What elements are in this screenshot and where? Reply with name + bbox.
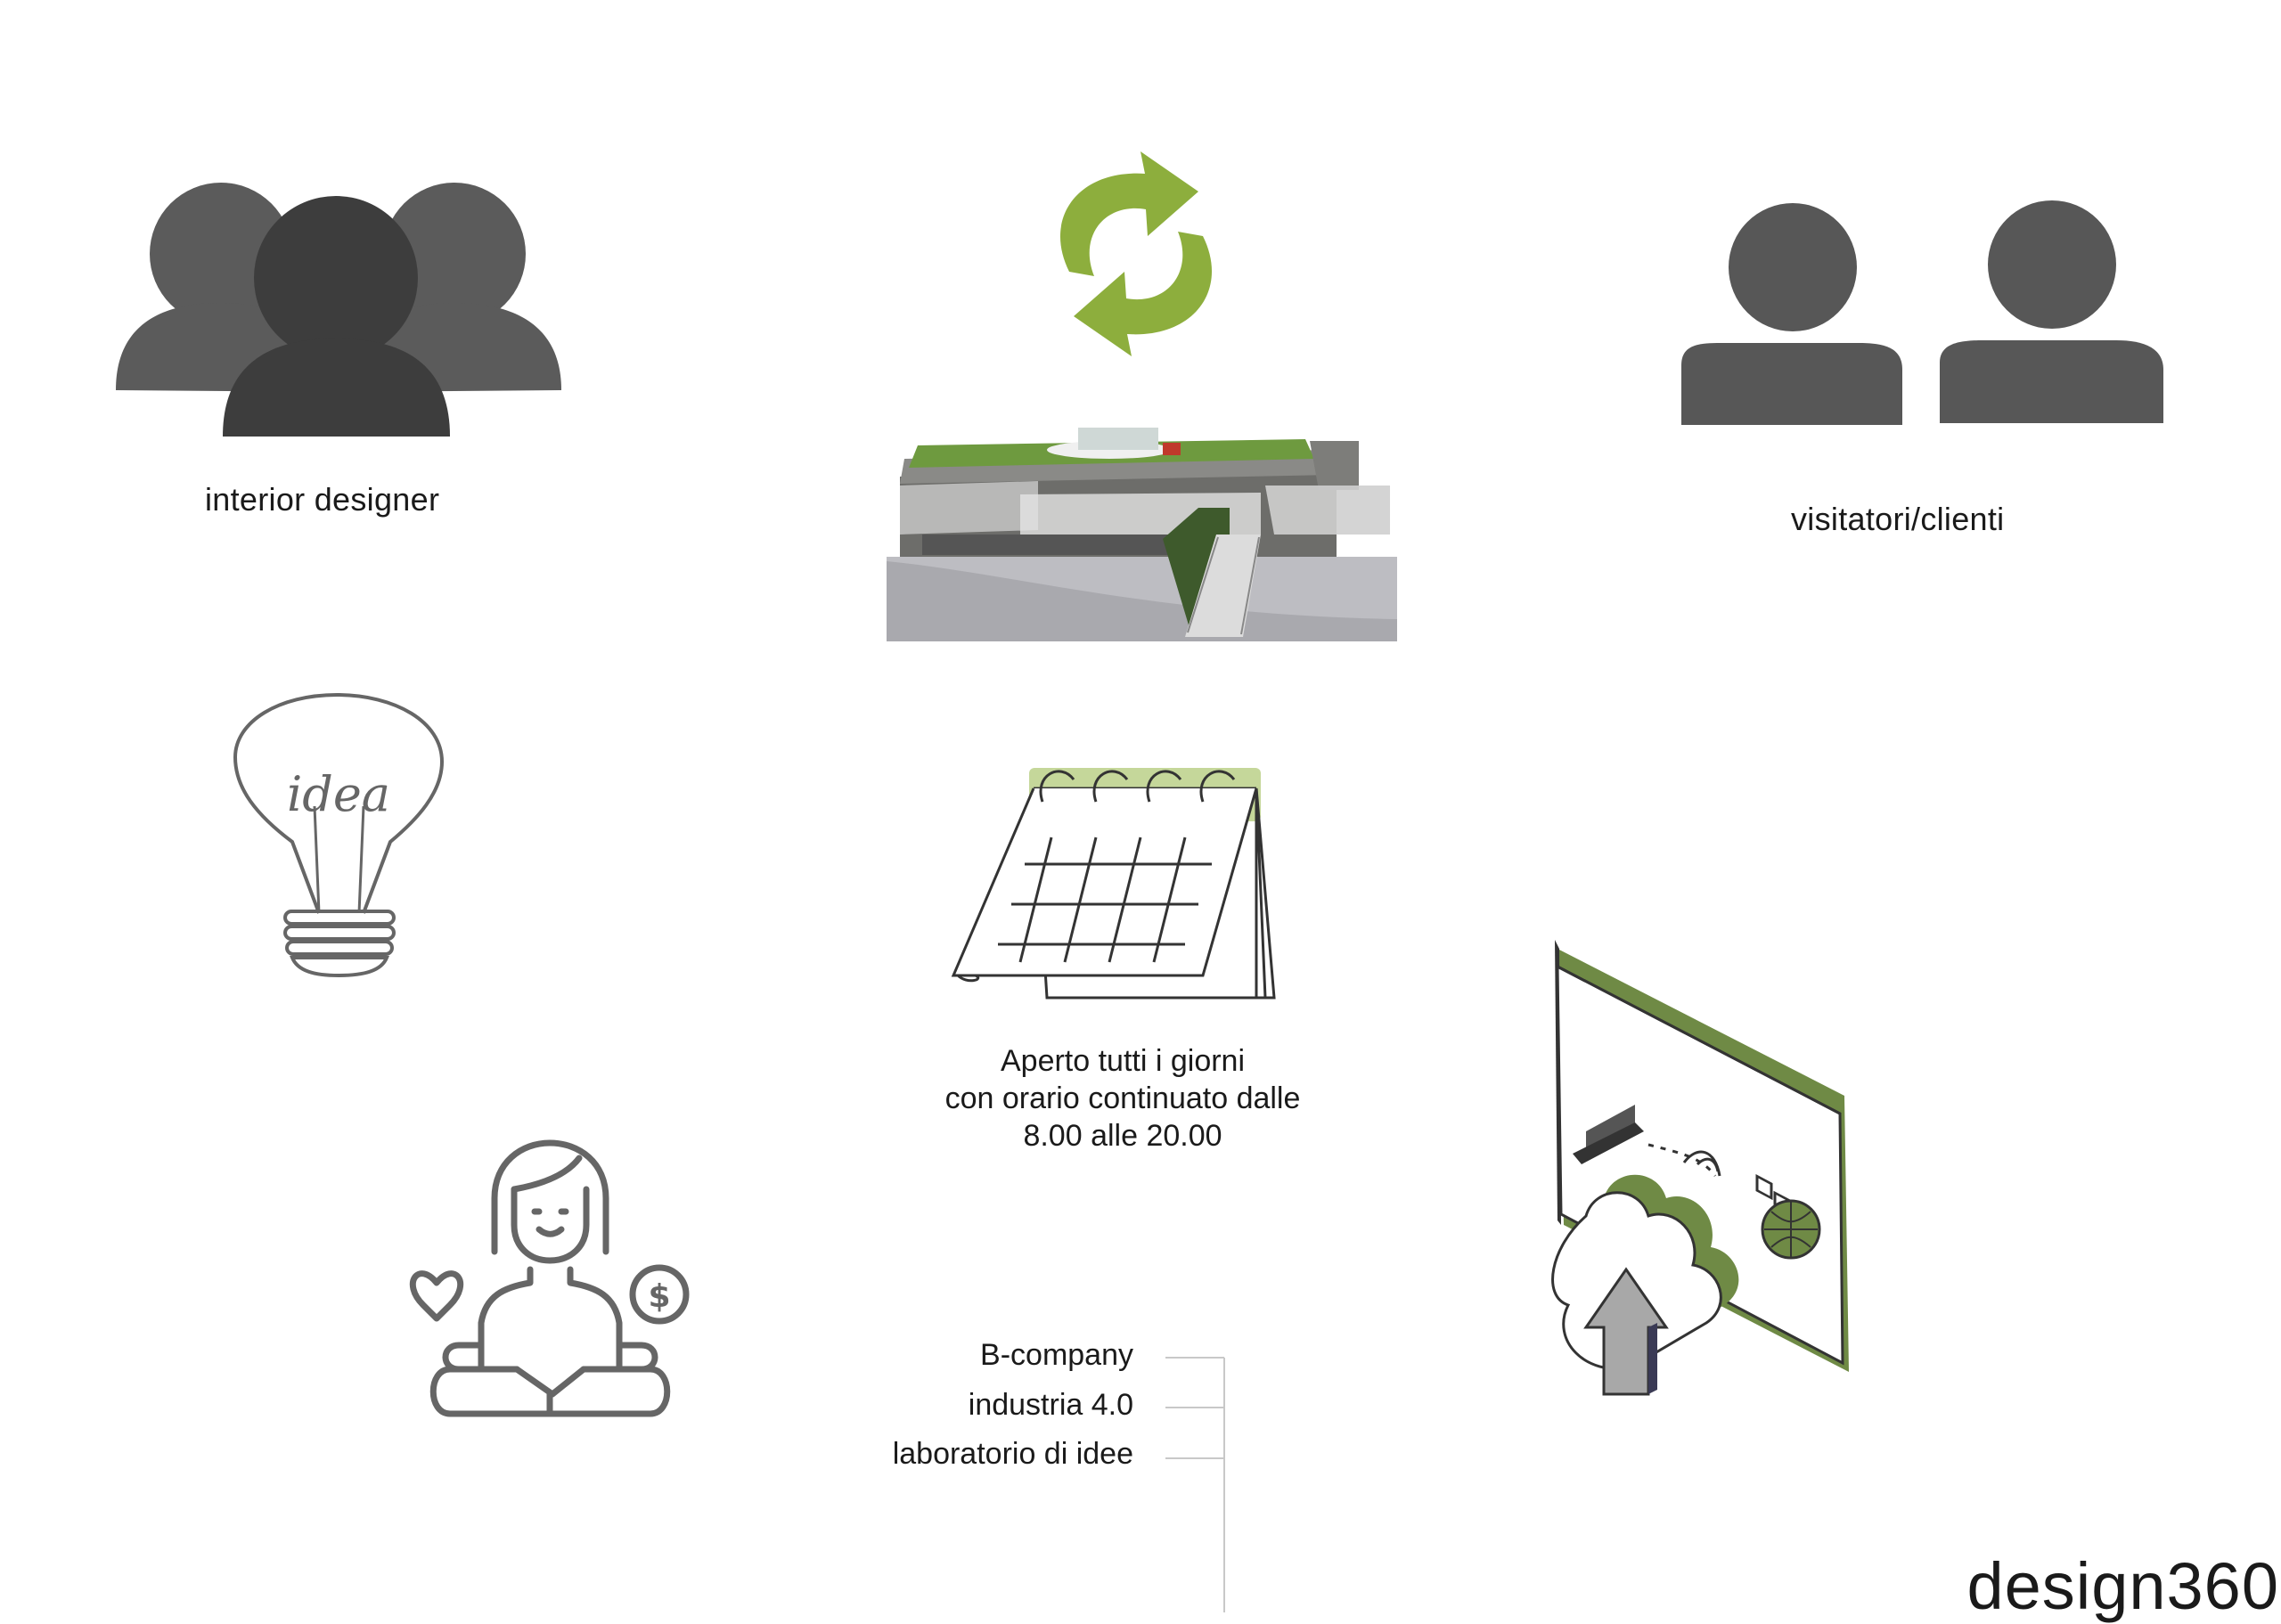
hours-line-2: con orario continuato dalle xyxy=(944,1081,1301,1115)
list-bracket-lines xyxy=(1165,1357,1225,1612)
refresh-arrows-icon xyxy=(1059,151,1213,356)
opening-hours: Aperto tutti i giorni con orario continu… xyxy=(900,1042,1345,1155)
svg-text:$: $ xyxy=(648,1278,670,1315)
interior-designer-label: interior designer xyxy=(205,481,440,518)
two-users-icon xyxy=(1681,200,2163,425)
building-render-image xyxy=(887,423,1397,641)
meditation-balance-icon: $ xyxy=(409,1139,690,1417)
calendar-icon xyxy=(951,768,1276,1000)
people-group-icon xyxy=(116,183,561,437)
hours-line-1: Aperto tutti i giorni xyxy=(1000,1044,1246,1078)
visitors-label: visitatori/clienti xyxy=(1791,501,2005,537)
lightbulb-idea-icon: idea xyxy=(233,692,445,978)
list-item-b-company: B-company xyxy=(980,1338,1133,1372)
list-item-laboratorio: laboratorio di idee xyxy=(892,1437,1133,1471)
hours-line-3: 8.00 alle 20.00 xyxy=(1023,1119,1222,1153)
cloud-upload-browser-icon xyxy=(1551,940,1849,1396)
brand-logo-text: design360 xyxy=(1966,1549,2279,1623)
list-item-industria: industria 4.0 xyxy=(968,1388,1133,1422)
idea-word: idea xyxy=(287,766,390,822)
